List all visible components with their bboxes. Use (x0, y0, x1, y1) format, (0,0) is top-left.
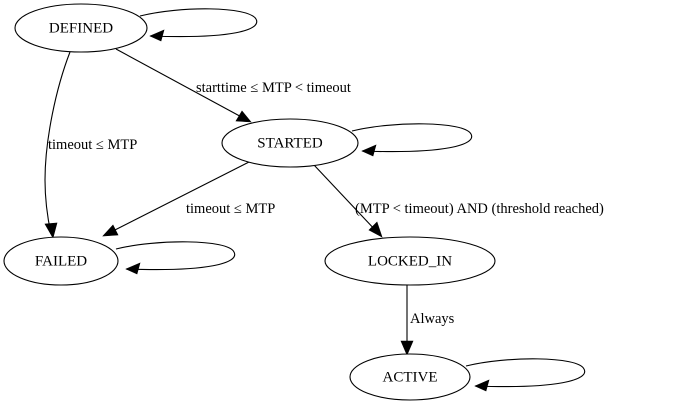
node-defined-label: DEFINED (49, 20, 113, 36)
edge-active-self-loop-arrowhead (474, 379, 490, 392)
edge-defined-to-failed: timeout ≤ MTP (44, 51, 137, 239)
edge-started-self-loop-path (351, 123, 473, 153)
edge-label-always: Always (410, 311, 455, 327)
node-defined-ellipse[interactable] (14, 3, 148, 53)
edge-failed-self-loop-arrowhead (125, 262, 141, 275)
node-failed-ellipse[interactable] (3, 236, 119, 286)
edge-locked-in-to-active: Always (400, 285, 455, 356)
edge-started-to-locked-in: (MTP < timeout) AND (threshold reached) (313, 164, 604, 238)
edge-failed-self-loop (115, 241, 236, 275)
node-locked-in[interactable]: LOCKED_IN (324, 236, 496, 286)
node-locked-in-ellipse[interactable] (324, 236, 496, 286)
edge-defined-self-loop-path (139, 8, 258, 38)
edge-locked-in-to-active-arrowhead (400, 340, 414, 356)
edge-defined-to-started: starttime ≤ MTP < timeout (115, 48, 351, 123)
node-failed-label: FAILED (35, 253, 87, 269)
edge-defined-to-failed-path (44, 51, 71, 235)
edge-label-started-timeout-mtp: timeout ≤ MTP (186, 201, 275, 217)
edge-label-defined-timeout-mtp: timeout ≤ MTP (48, 137, 137, 153)
edge-defined-to-started-arrowhead (235, 110, 252, 123)
node-defined[interactable]: DEFINED (14, 3, 148, 53)
edge-label-mtp-timeout-threshold: (MTP < timeout) AND (threshold reached) (355, 201, 604, 217)
edge-defined-self-loop-arrowhead (149, 29, 165, 42)
edge-started-self-loop (351, 123, 473, 157)
node-active[interactable]: ACTIVE (349, 353, 471, 401)
node-started-ellipse[interactable] (221, 118, 359, 168)
edge-defined-to-started-path (115, 48, 248, 121)
edge-defined-to-failed-arrowhead (44, 222, 58, 239)
edge-failed-self-loop-path (115, 241, 236, 271)
edge-started-to-failed-arrowhead (102, 224, 119, 237)
edge-label-starttime-mtp-timeout: starttime ≤ MTP < timeout (196, 80, 351, 96)
node-started[interactable]: STARTED (221, 118, 359, 168)
node-failed[interactable]: FAILED (3, 236, 119, 286)
node-active-label: ACTIVE (383, 369, 438, 385)
node-locked-in-label: LOCKED_IN (368, 253, 452, 269)
node-started-label: STARTED (257, 135, 323, 151)
edge-started-to-locked-in-arrowhead (368, 221, 383, 238)
edge-started-self-loop-arrowhead (361, 144, 377, 157)
edge-defined-self-loop (139, 8, 258, 42)
edge-started-to-locked-in-path (313, 164, 379, 234)
edge-active-self-loop (465, 358, 586, 392)
edge-active-self-loop-path (465, 358, 586, 388)
edge-started-to-failed: timeout ≤ MTP (102, 161, 275, 237)
edge-started-to-failed-path (106, 161, 250, 235)
node-active-ellipse[interactable] (349, 353, 471, 401)
